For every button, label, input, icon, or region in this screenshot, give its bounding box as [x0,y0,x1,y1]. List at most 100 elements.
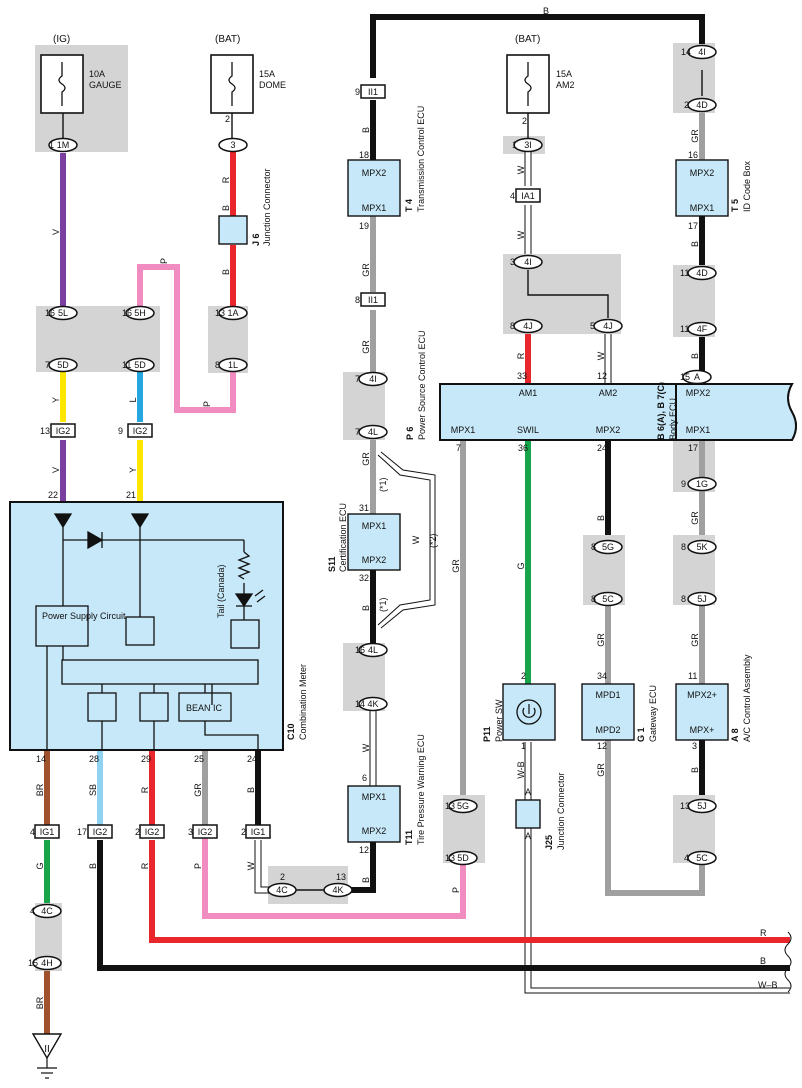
connector-oval [687,850,717,866]
p6-am2: AM2 [599,388,618,398]
plug-body [34,824,60,839]
t11-name: Tire Pressure Warning ECU [416,734,426,845]
wire-label-w_W2: W [361,743,371,752]
connector-c4D2: 4D [687,265,717,281]
c10-code: C10 [286,723,296,740]
ground-symbol [31,1033,63,1079]
connector-label: 1L [228,360,238,370]
t11-pin-top: MPX1 [362,792,387,802]
pin-p8a: 8 [215,360,220,370]
plug-cIG2c: IG2 [87,824,113,839]
connector-oval [513,254,543,270]
plug-label: II1 [368,295,378,305]
pin-p21: 21 [126,490,136,500]
meter-bean-ic: BEAN IC [186,703,223,713]
connector-c5D2: 5D [125,357,155,373]
connector-oval [687,265,717,281]
ecu-g1 [581,683,635,741]
wire-label-w_GR8: GR [690,511,700,525]
p6-name: Power Source Control ECU [417,330,427,440]
p6-mpx1: MPX1 [451,425,476,435]
connector-label: 4D [696,268,708,278]
p6-am1: AM1 [519,388,538,398]
wire-label-w_G2: G [35,862,45,869]
pin-p13c: 13 [680,801,690,811]
connector-cA: A [682,369,712,385]
wire-label-w_B3: B [361,127,371,133]
connector-c5D1: 5D [48,357,78,373]
pin-p16b: 16 [122,308,132,318]
wire-label-w_B6: B [596,515,606,521]
pin-p11b: 11 [680,268,689,278]
wire-label-w_GR2: GR [361,340,371,354]
connector-label: 4H [41,958,53,968]
connector-label: 5D [457,853,469,863]
g1-name: Gateway ECU [648,685,658,742]
b6-pin-top: MPX2 [686,388,711,398]
ecu-a8 [675,683,729,741]
plug-body [139,824,165,839]
plug-body [245,824,271,839]
pin-p16d: 16 [688,150,698,160]
connector-label: 4J [523,321,533,331]
connector-oval [513,318,543,334]
wire-label-bus_WB: W–B [758,980,778,990]
wire-label-w_B8: B [690,353,700,359]
connector-label: 1M [57,140,70,150]
connector-oval [218,137,248,153]
pin-p11d: 11 [688,671,697,681]
plug-cJ25b: A [525,831,531,841]
j6-code: J 6 [251,233,261,246]
connector-c5J2: 5J [687,798,717,814]
connector-c4H: 4H [32,955,62,971]
connector-oval [593,591,623,607]
wire-label-w_Y: Y [51,397,61,403]
connector-c5J1: 5J [687,591,717,607]
source-ig-rating: 10A [89,69,105,79]
pin-p2g: 2 [280,872,285,882]
note-1a: (*1) [378,477,388,492]
t5-code: T 5 [730,199,740,212]
a8-code: A 8 [730,728,740,742]
source-am2-name: AM2 [556,80,575,90]
plug-cIG2d: IG2 [139,824,165,839]
wire-label-top_B: B [543,6,549,16]
wires [44,14,792,1040]
pin-p17a: 17 [688,221,698,231]
connector-oval [218,305,248,321]
connector-label: 4L [368,645,378,655]
connector-c4C2: 4C [32,903,62,919]
wire-gr-g1b [605,740,705,896]
connector-label: 4C [41,906,53,916]
t5-pin-bottom: MPX1 [690,203,715,213]
plug-body [360,292,386,307]
connector-c5K: 5K [687,539,717,555]
pin-p4c: 4 [30,827,35,837]
connector-label: 4J [603,321,613,331]
connector-c4I3: 4I [687,44,717,60]
connector-label: 4L [368,427,378,437]
connector-label: 5J [697,594,707,604]
pin-p14a: 14 [355,699,365,709]
connector-oval [687,321,717,337]
source-ig-name: GAUGE [89,80,122,90]
pin-p4d: 4 [30,906,35,916]
connector-label: 5G [602,542,614,552]
connector-label: 5D [134,360,146,370]
pin-p11a: 11 [122,360,131,370]
pin-p8f: 8 [591,542,596,552]
wire-label-bus_B: B [760,956,766,966]
pin-p13e: 13 [445,853,455,863]
plug-body [515,188,541,203]
meter-psc-line: Power Supply Circuit [42,611,126,621]
connector-c4J2: 4J [593,318,623,334]
pin-p16c: 16 [355,645,365,655]
pin-p2e: 2 [135,827,140,837]
wire-label-w_W1: W [411,535,421,544]
note-1b: (*1) [378,597,388,612]
connector-label: 3I [524,140,532,150]
connector-label: 5J [697,801,707,811]
ecu-t4 [347,159,401,217]
pin-p8c: 8 [510,321,515,331]
connector-label: 4I [524,257,532,267]
